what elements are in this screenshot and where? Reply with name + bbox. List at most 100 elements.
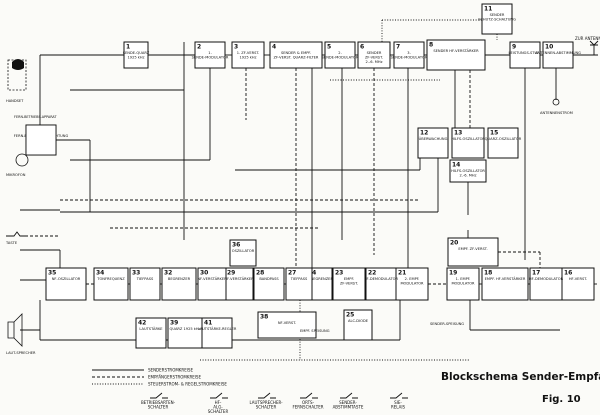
block-label: 1. bbox=[208, 51, 211, 55]
block-label: SENDE-MODULATOR bbox=[322, 56, 359, 60]
block-number: 21 bbox=[398, 270, 406, 277]
block-label: LAUTSTÄRKE bbox=[139, 326, 163, 331]
block-frame bbox=[447, 237, 499, 267]
block-frame bbox=[161, 267, 197, 301]
block-frame bbox=[229, 239, 257, 267]
switch-legend-label: LAUTSPRECHER- bbox=[249, 400, 283, 405]
block-frame bbox=[332, 267, 366, 301]
block-frame bbox=[257, 311, 317, 339]
block-frame bbox=[417, 127, 449, 159]
block-number: 6 bbox=[360, 44, 364, 51]
remote-box bbox=[25, 124, 57, 156]
block-frame bbox=[357, 41, 391, 69]
block-label: EMPF. bbox=[344, 277, 354, 281]
block-label: QUARZ-OSZILLATOR bbox=[485, 137, 522, 141]
legend-label: EMPFÄNGERSTROMKREISE bbox=[148, 374, 201, 379]
block-label: ÜBERWACHUNG bbox=[419, 136, 448, 141]
block-number: 29 bbox=[227, 270, 235, 277]
switch-legend-label: RELAIS bbox=[391, 405, 406, 410]
block-frame bbox=[93, 267, 129, 301]
block-frame bbox=[393, 41, 425, 69]
switch-legend-label: ORTS- bbox=[302, 400, 315, 405]
block-number: 14 bbox=[452, 162, 460, 169]
side-label-sender_speisung: SENDER-SPEISUNG bbox=[430, 322, 464, 326]
block-number: 20 bbox=[450, 240, 458, 247]
block-21: 212. EMPF.MODULATOR bbox=[395, 267, 429, 301]
block-label: SENDER & EMPF. bbox=[281, 51, 311, 55]
block-number: 7 bbox=[396, 44, 400, 51]
block-label: SCHUTZ-SCHALTUNG bbox=[478, 18, 516, 22]
switch-symbol-icon bbox=[340, 392, 358, 399]
block-number: 42 bbox=[138, 320, 146, 327]
block-label: SENDE-MODULATOR bbox=[391, 56, 428, 60]
block-label: ZF-BEGRENZER bbox=[305, 277, 333, 281]
block-number: 13 bbox=[454, 130, 462, 137]
block-frame bbox=[365, 267, 397, 301]
block-number: 27 bbox=[288, 270, 296, 277]
legend-label: SENDERSTROMKREISE bbox=[148, 367, 193, 372]
block-label: LAUTSTÄRKE-REGLER bbox=[198, 326, 237, 331]
switch-legend-label: BETRIEBSARTEN- bbox=[141, 400, 176, 405]
block-frame bbox=[129, 267, 161, 301]
block-frame bbox=[324, 41, 356, 69]
block-frame bbox=[343, 309, 373, 341]
speaker-icon bbox=[7, 313, 23, 347]
block-number: 9 bbox=[512, 44, 516, 51]
block-frame bbox=[45, 267, 87, 301]
block-frame bbox=[449, 159, 487, 183]
block-label: BEGRENZER bbox=[168, 277, 191, 281]
switch-symbol-icon bbox=[390, 392, 408, 399]
block-frame bbox=[197, 267, 227, 301]
block-frame bbox=[231, 41, 265, 69]
block-label: LEISTUNGS-STUFE bbox=[509, 51, 543, 55]
block-frame bbox=[194, 41, 226, 69]
block-frame bbox=[201, 317, 233, 349]
block-frame bbox=[529, 267, 563, 301]
block-3: 31. ZF-VERST.1925 kHz bbox=[231, 41, 265, 69]
block-frame bbox=[561, 267, 595, 301]
block-label: NF-VERSTÄRKER bbox=[224, 276, 254, 281]
block-5: 52.SENDE-MODULATOR bbox=[322, 41, 359, 69]
block-number: 3 bbox=[234, 44, 238, 51]
block-label: NF-OSZILLATOR bbox=[52, 277, 81, 281]
switch-legend-label: SIE- bbox=[394, 400, 402, 405]
block-label: 1. EMPF. bbox=[456, 277, 471, 281]
block-frame bbox=[269, 41, 323, 69]
block-frame bbox=[542, 41, 574, 69]
block-number: 8 bbox=[429, 42, 433, 49]
block-number: 1 bbox=[126, 44, 130, 51]
block-number: 19 bbox=[449, 270, 457, 277]
block-frame bbox=[224, 267, 254, 301]
block-number: 30 bbox=[200, 270, 208, 277]
block-label: 2.-6. MHz bbox=[460, 174, 477, 178]
block-2: 21.SENDE-MODULATOR bbox=[192, 41, 229, 69]
block-label: TIEFPASS bbox=[290, 277, 308, 281]
block-frame bbox=[481, 267, 529, 301]
block-label: HILFS-OSZILLATOR bbox=[451, 137, 485, 141]
microphone-icon bbox=[15, 153, 29, 167]
block-frame bbox=[446, 267, 480, 301]
block-number: 5 bbox=[327, 44, 331, 51]
block-label: TONFREQUENZ bbox=[96, 277, 125, 281]
block-label: HF-VERST. bbox=[569, 277, 587, 281]
block-frame bbox=[487, 127, 519, 159]
block-label: 1. ZF-VERST. bbox=[237, 51, 260, 55]
block-number: 12 bbox=[420, 130, 428, 137]
block-label: MODULATOR bbox=[451, 282, 475, 286]
